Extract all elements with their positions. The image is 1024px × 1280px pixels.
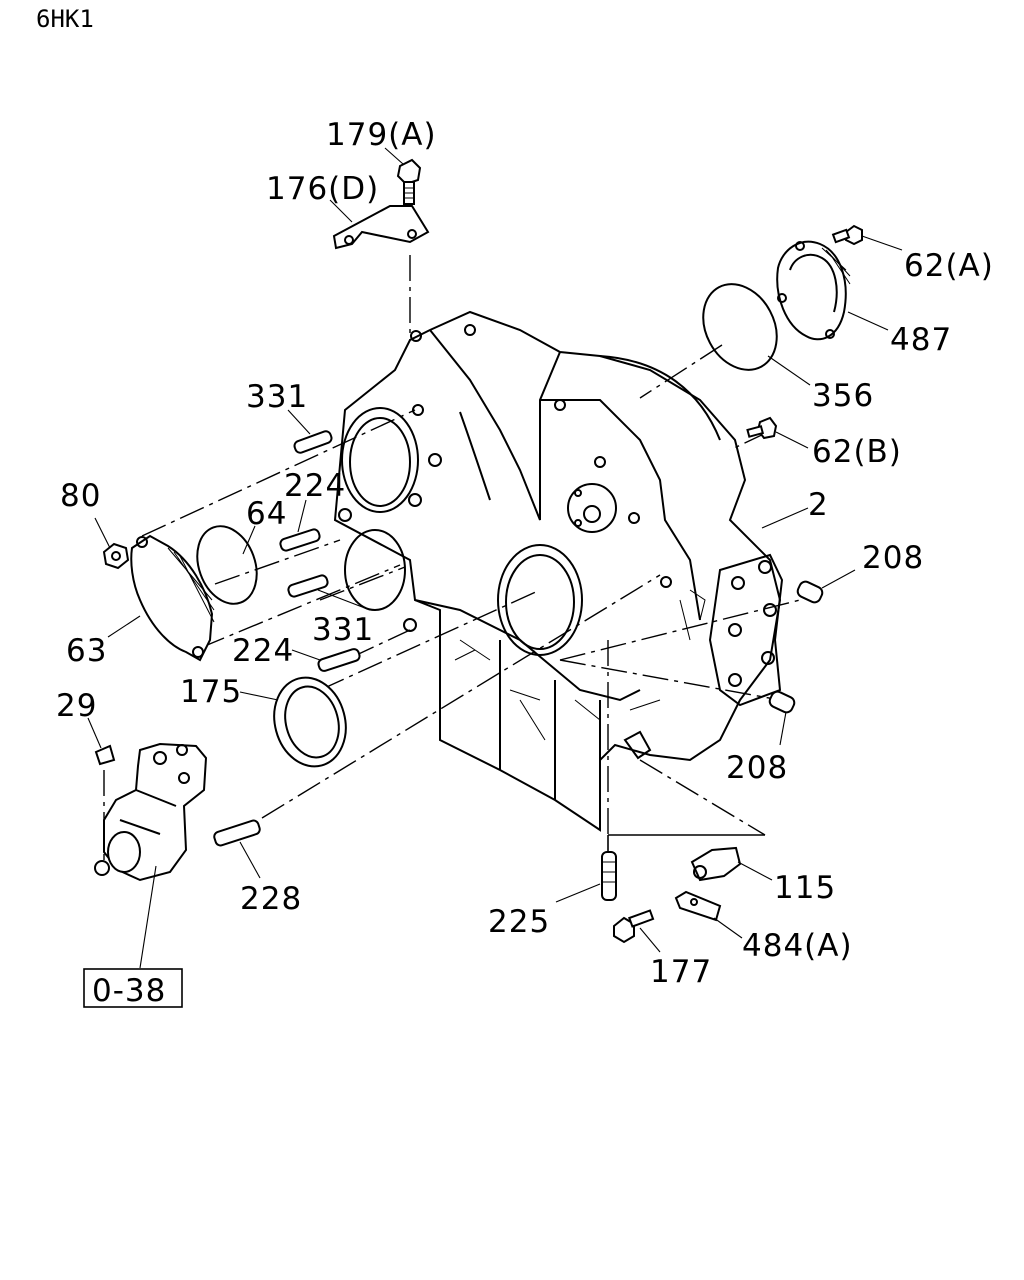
leader-lines xyxy=(87,147,903,969)
stud-331-lower xyxy=(287,574,329,598)
bolt-179a xyxy=(396,158,422,205)
plug-208-upper xyxy=(796,580,824,604)
oil-seal-175 xyxy=(273,676,347,768)
plug-208-lower xyxy=(768,690,796,714)
callout-331-lower: 331 xyxy=(312,612,374,648)
bolt-62a xyxy=(831,224,863,246)
stud-331-upper xyxy=(293,430,333,454)
callout-484a: 484(A) xyxy=(742,928,853,964)
callout-356: 356 xyxy=(812,378,874,414)
bolt-62b xyxy=(746,416,778,440)
o-ring-64 xyxy=(196,525,258,605)
callout-225: 225 xyxy=(488,904,550,940)
callout-179a: 179(A) xyxy=(326,117,437,153)
callout-176d: 176(D) xyxy=(266,171,379,207)
callout-208-upper: 208 xyxy=(862,540,924,576)
callout-2: 2 xyxy=(808,487,829,523)
callout-62b: 62(B) xyxy=(812,434,902,470)
callout-224-lower: 224 xyxy=(232,633,294,669)
stud-225 xyxy=(601,851,617,901)
stud-228 xyxy=(213,819,261,847)
bracket-484a xyxy=(674,890,722,922)
pump-assembly-0-38 xyxy=(94,742,208,882)
callout-64: 64 xyxy=(246,496,287,532)
callout-487: 487 xyxy=(890,322,952,358)
callout-labels: 179(A) 176(D) 62(A) 487 356 62(B) 2 208 … xyxy=(56,117,994,990)
cover-487 xyxy=(776,240,851,341)
cover-plate-63 xyxy=(130,534,215,662)
callout-80: 80 xyxy=(60,478,101,514)
callout-177: 177 xyxy=(650,954,712,990)
callout-115: 115 xyxy=(774,870,836,906)
key-29 xyxy=(94,744,116,766)
nut-80 xyxy=(102,542,130,570)
reference-box-frame xyxy=(83,968,183,1008)
o-ring-356 xyxy=(702,283,778,371)
reference-label: 0-38 xyxy=(92,973,166,1009)
assembly-lines xyxy=(103,255,801,860)
flywheel-housing xyxy=(333,310,784,832)
bracket-176d xyxy=(332,205,430,250)
callout-63: 63 xyxy=(66,633,107,669)
model-code: 6HK1 xyxy=(36,5,94,33)
callout-331-upper: 331 xyxy=(246,379,308,415)
callout-228: 228 xyxy=(240,881,302,917)
sensor-115 xyxy=(690,846,742,882)
callout-29: 29 xyxy=(56,688,97,724)
stud-224-lower xyxy=(317,648,361,672)
callout-175: 175 xyxy=(180,674,242,710)
stud-224-upper xyxy=(279,528,321,552)
bolt-177 xyxy=(613,909,655,944)
callout-62a: 62(A) xyxy=(904,248,994,284)
callout-224-upper: 224 xyxy=(284,468,346,504)
callout-208-lower: 208 xyxy=(726,750,788,786)
reference-box-0-38[interactable]: 0-38 xyxy=(83,968,183,1009)
